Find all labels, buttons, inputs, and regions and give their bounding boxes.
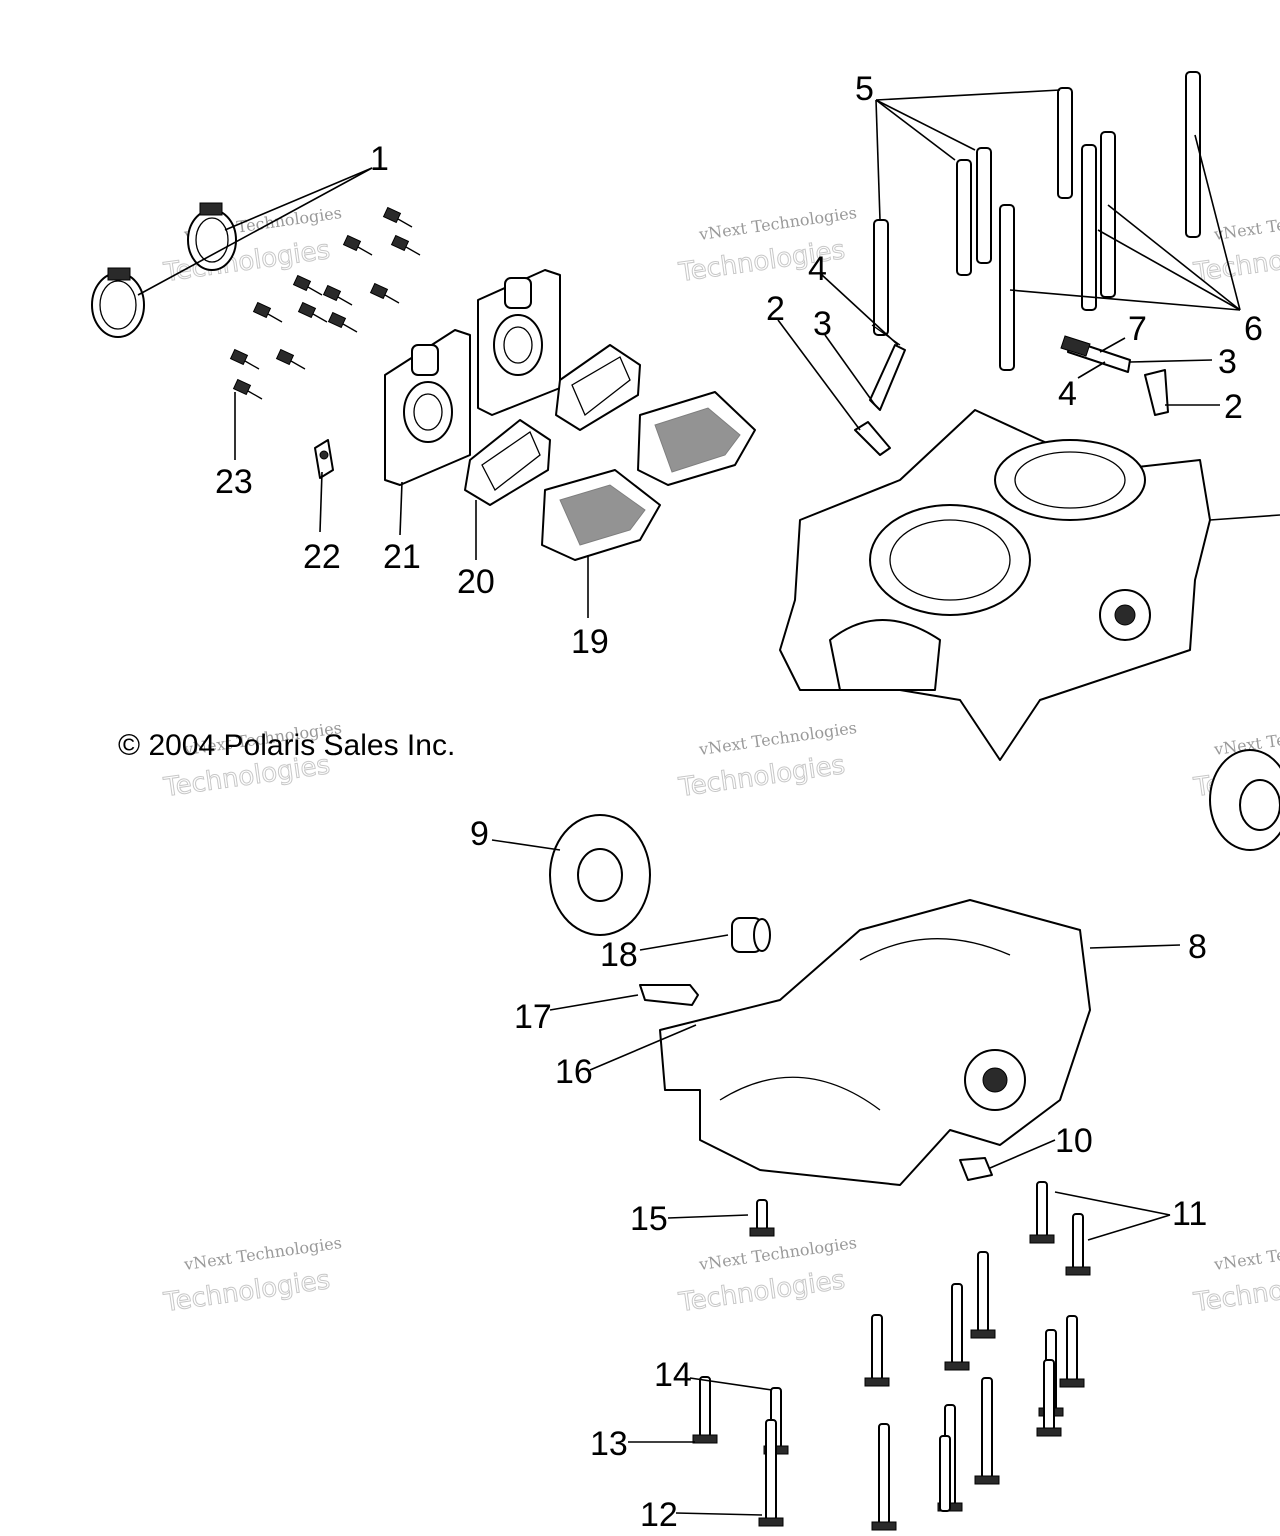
watermark: vNext Technologies Technologies [676, 718, 858, 804]
callout-13: 13 [590, 1425, 628, 1463]
watermark: vNext Technologies Technologies [1191, 203, 1280, 289]
callout-7: 7 [1128, 310, 1147, 348]
callout-3: 3 [813, 305, 832, 343]
callout-19: 19 [571, 623, 609, 661]
watermark: vNext Technologies Technologies [676, 1233, 858, 1319]
callout-1: 1 [370, 140, 389, 178]
fitting-set-part[interactable] [854, 324, 1169, 456]
callout-23: 23 [215, 463, 253, 501]
copyright-notice: © 2004 Polaris Sales Inc. [118, 729, 455, 762]
callout-4: 4 [1058, 375, 1077, 413]
callout-21: 21 [383, 538, 421, 576]
callout-14: 14 [654, 1356, 692, 1394]
callout-10: 10 [1055, 1122, 1093, 1160]
intake-flange-part[interactable] [384, 269, 561, 486]
watermark: vNext Technologies Technologies [676, 203, 858, 289]
callout-17: 17 [514, 998, 552, 1036]
callout-18: 18 [600, 936, 638, 974]
upper-crankcase-part[interactable] [779, 409, 1211, 761]
svg-text:Technologies: Technologies [1191, 1265, 1280, 1318]
callout-6: 6 [1244, 310, 1263, 348]
callout-8: 8 [1188, 928, 1207, 966]
svg-text:vNext Technologies: vNext Technologies [1212, 1233, 1280, 1274]
callout-2: 2 [766, 290, 785, 328]
stud-set-part[interactable] [873, 71, 1201, 371]
lower-crankcase-part[interactable] [659, 899, 1091, 1186]
callout-12: 12 [640, 1496, 678, 1534]
watermark: vNext Technologies Technologies [1191, 1233, 1280, 1319]
drain-plug-part[interactable] [959, 1157, 993, 1181]
callout-15: 15 [630, 1200, 668, 1238]
callout-4: 4 [808, 250, 827, 288]
reed-valve-part[interactable] [541, 391, 756, 561]
hose-clamp-part[interactable] [91, 202, 237, 338]
callout-9: 9 [470, 815, 489, 853]
callout-3: 3 [1218, 343, 1237, 381]
callout-5: 5 [855, 70, 874, 108]
watermark: vNext Technologies Technologies [161, 1233, 343, 1319]
crankcase-bolt-set-part[interactable] [692, 1181, 1091, 1531]
callout-11: 11 [1172, 1195, 1207, 1233]
svg-text:Technologies: Technologies [1191, 235, 1280, 288]
watermark: vNext Technologies Technologies [161, 203, 343, 289]
leader-lines [137, 89, 1280, 1516]
screw-set-part[interactable] [229, 206, 421, 400]
crank-seal-part[interactable] [549, 749, 1280, 936]
callout-20: 20 [457, 563, 495, 601]
reed-stuffer-part[interactable] [464, 344, 641, 506]
elbow-fitting-part[interactable] [639, 984, 699, 1006]
bearing-part[interactable] [731, 917, 771, 953]
callout-22: 22 [303, 538, 341, 576]
clip-part[interactable] [314, 439, 334, 479]
callout-2: 2 [1224, 388, 1243, 426]
callout-labels: 1 5 6 4 2 3 7 3 4 2 23 22 21 20 19 9 18 … [215, 70, 1263, 1534]
callout-16: 16 [555, 1053, 593, 1091]
